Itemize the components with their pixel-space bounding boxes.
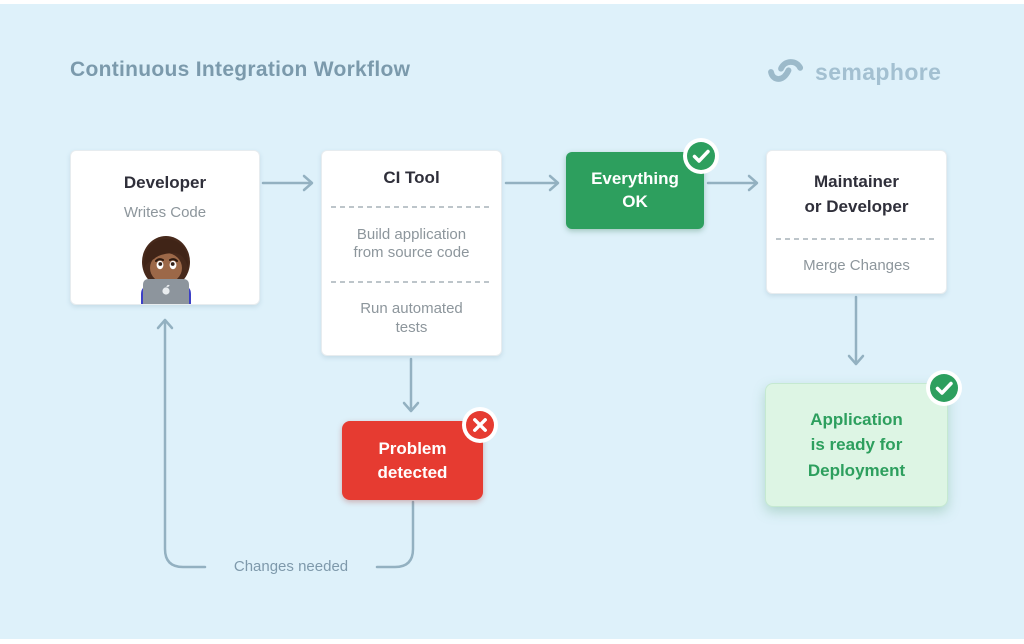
woman-technologist-emoji [133, 232, 199, 304]
maintainer-subtitle: Merge Changes [803, 257, 910, 275]
dashed-divider [776, 238, 937, 240]
arrow-maintainer-to-deployment [847, 295, 865, 366]
top-border-strip [0, 0, 1024, 4]
arrow-developer-to-citool [261, 174, 314, 192]
node-maintainer: Maintainer or Developer Merge Changes [766, 150, 947, 294]
developer-subtitle: Writes Code [123, 203, 207, 221]
everything-ok-label: Everything OK [591, 168, 679, 211]
arrow-everything-ok-to-maintainer [706, 174, 759, 192]
success-check-icon [683, 138, 719, 174]
node-ci-tool: CI Tool Build application from source co… [321, 150, 502, 356]
dashed-divider [331, 280, 492, 283]
success-check-icon [926, 370, 962, 406]
arrow-citool-to-problem [402, 357, 420, 413]
node-developer: Developer Writes Code [70, 150, 260, 305]
ci-step-build: Build application from source code [353, 225, 470, 262]
node-deployment-ready: Application is ready for Deployment [765, 370, 962, 507]
ci-step-tests: Run automated tests [360, 300, 463, 336]
maintainer-title: Maintainer or Developer [804, 171, 909, 216]
page-title: Continuous Integration Workflow [70, 58, 411, 81]
ci-tool-title: CI Tool [383, 168, 440, 188]
problem-detected-label: Problem detected [377, 438, 448, 482]
semaphore-logo: semaphore [766, 55, 941, 89]
node-everything-ok: Everything OK [566, 138, 719, 229]
dashed-divider [331, 206, 492, 208]
semaphore-logo-icon [768, 59, 804, 82]
semaphore-logo-text: semaphore [815, 58, 942, 85]
deployment-ready-label: Application is ready for Deployment [807, 409, 906, 480]
error-cross-icon [462, 407, 498, 443]
node-problem-detected: Problem detected [342, 407, 498, 500]
bottom-border-strip [0, 639, 1024, 644]
arrow-citool-to-everything-ok [504, 174, 560, 192]
changes-needed-label: Changes needed [233, 558, 349, 575]
developer-title: Developer [123, 173, 207, 192]
